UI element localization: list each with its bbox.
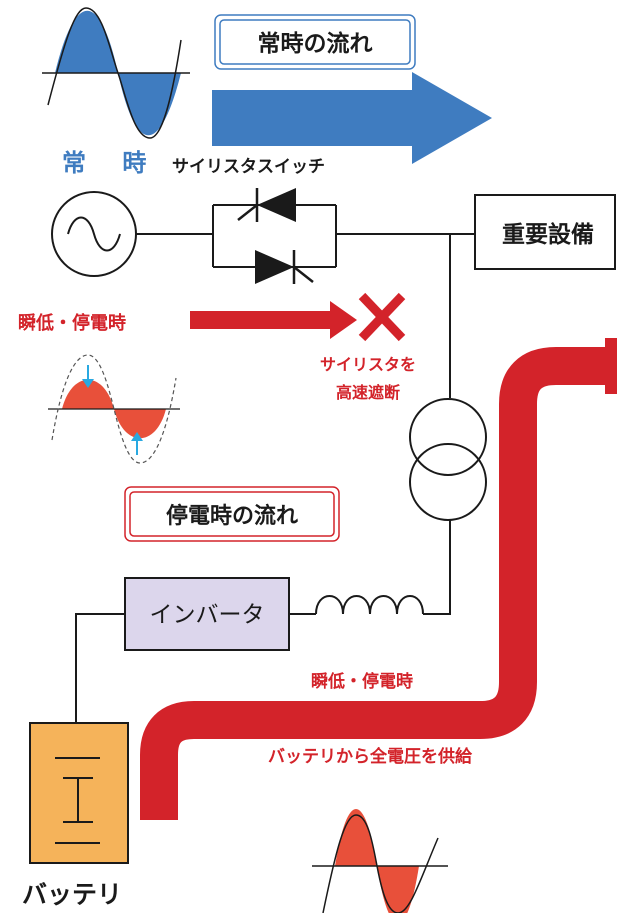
thyristor-cut-line1: サイリスタを bbox=[320, 355, 416, 374]
critical-equipment-box: 重要設備 bbox=[474, 194, 616, 270]
battery-icon bbox=[29, 722, 129, 864]
battery-label: バッテリ bbox=[22, 880, 122, 909]
sag-outage-bottom-label: 瞬低・停電時 bbox=[311, 671, 413, 692]
inductor-icon bbox=[315, 595, 424, 615]
thyristor-switch-label: サイリスタスイッチ bbox=[172, 157, 325, 177]
inverter-label: インバータ bbox=[150, 602, 265, 628]
outage-flow-path bbox=[140, 347, 617, 820]
normal-flow-badge: 常時の流れ bbox=[214, 14, 416, 70]
sag-waveform bbox=[48, 354, 180, 464]
outage-flow-arrowhead bbox=[605, 338, 617, 394]
inverter-box: インバータ bbox=[124, 577, 290, 651]
outage-flow-label: 停電時の流れ bbox=[166, 503, 298, 529]
normal-sine-wave bbox=[42, 7, 190, 139]
output-waveform bbox=[312, 809, 448, 913]
critical-equipment-label: 重要設備 bbox=[502, 221, 594, 248]
normal-flow-arrow bbox=[212, 72, 492, 164]
normal-label: 常 時 bbox=[62, 149, 160, 177]
ac-source-icon bbox=[51, 191, 137, 277]
normal-flow-label: 常時の流れ bbox=[258, 30, 373, 57]
sag-outage-arrow bbox=[190, 301, 357, 339]
cross-mark-icon bbox=[358, 292, 406, 342]
sag-outage-left-label: 瞬低・停電時 bbox=[18, 312, 126, 334]
outage-flow-badge: 停電時の流れ bbox=[124, 486, 340, 542]
battery-supply-label: バッテリから全電圧を供給 bbox=[268, 746, 473, 767]
transformer-icon bbox=[409, 398, 487, 521]
thyristor-cut-line2: 高速遮断 bbox=[336, 383, 400, 402]
thyristor-icon bbox=[237, 188, 314, 284]
